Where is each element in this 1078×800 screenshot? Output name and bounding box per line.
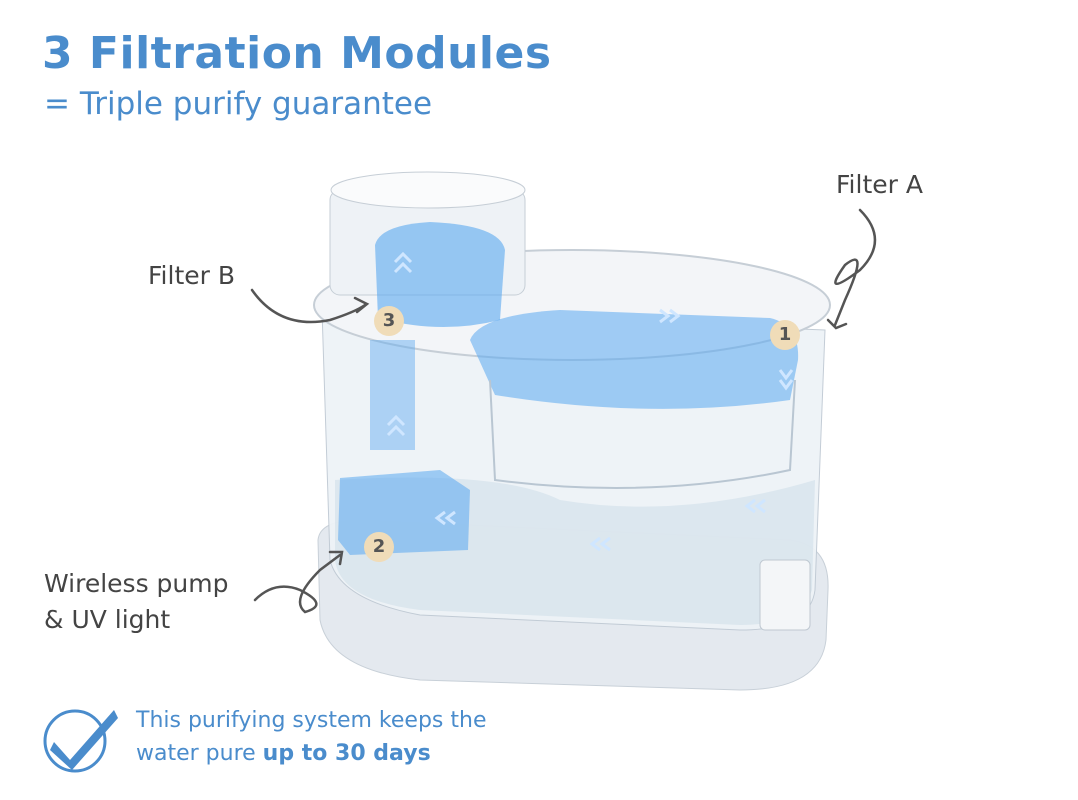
footer-message: This purifying system keeps the water pu… — [136, 704, 487, 770]
arrow-filter-b — [250, 288, 367, 324]
label-pump: Wireless pump & UV light — [44, 566, 229, 638]
badge-2: 2 — [364, 532, 394, 562]
page-subtitle: = Triple purify guarantee — [44, 86, 433, 122]
pump-shape — [338, 470, 470, 555]
badge-1: 1 — [770, 320, 800, 350]
checkmark-icon — [43, 709, 118, 773]
footer-line1: This purifying system keeps the — [136, 708, 487, 733]
arrow-pump — [253, 553, 342, 614]
label-pump-line2: & UV light — [44, 605, 171, 634]
page-title: 3 Filtration Modules — [42, 28, 552, 79]
footer-highlight: up to 30 days — [262, 741, 431, 766]
filter-a-shape — [470, 310, 799, 409]
label-pump-line1: Wireless pump — [44, 569, 229, 598]
filter-b-shape — [375, 222, 505, 328]
footer-line2: water pure — [136, 741, 263, 766]
label-filter-a: Filter A — [836, 170, 923, 199]
arrow-filter-a — [833, 208, 877, 327]
label-filter-b: Filter B — [148, 261, 236, 290]
badge-3: 3 — [374, 306, 404, 336]
